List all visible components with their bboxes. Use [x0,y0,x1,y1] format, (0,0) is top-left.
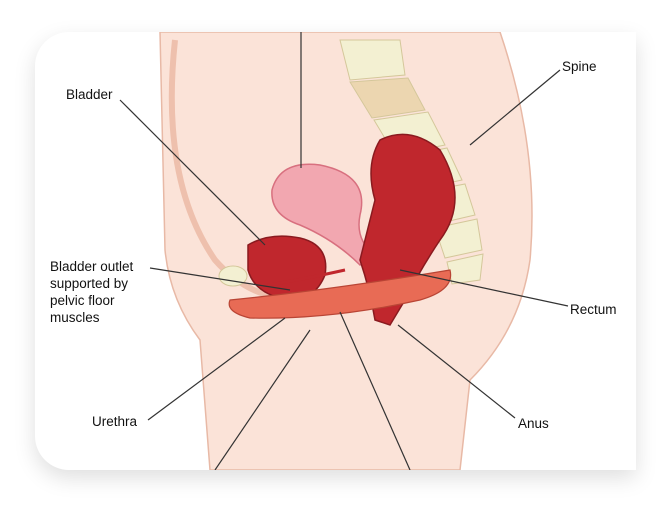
label-line: pelvic floor [50,293,115,308]
label-line: Bladder outlet [50,259,134,274]
label-urethra: Urethra [92,414,138,429]
uterus [271,163,377,266]
pubic-bone [218,265,248,287]
label-bladder: Bladder [66,87,113,102]
label-line: muscles [50,310,100,325]
leader-lines [119,32,569,470]
diagram-card: Bladder Spine Bladder outlet supported b… [35,32,636,470]
label-anus: Anus [518,416,549,431]
label-spine: Spine [562,59,597,74]
label-line: supported by [50,276,129,291]
abdominal-wall [168,39,301,303]
pelvic-floor-muscles [228,269,452,319]
pelvic-anatomy-illustration [119,32,569,470]
label-rectum: Rectum [570,302,617,317]
label-bladder-outlet: Bladder outlet supported by pelvic floor… [50,258,133,326]
